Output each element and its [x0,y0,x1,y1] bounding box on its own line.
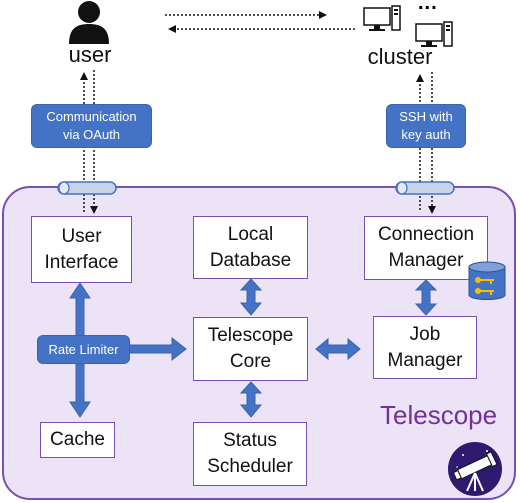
user-icon [69,1,109,44]
telescope-core-box: Telescope Core [193,317,308,381]
core-line1: Telescope [207,325,294,346]
db-line2: Database [209,249,292,271]
cluster-ellipsis: ... [418,0,438,14]
status-line1: Status [223,430,277,451]
database-icon [468,261,506,300]
connection-manager-box: Connection Manager [364,216,488,280]
core-line2: Core [229,351,272,372]
oauth-badge: Communication via OAuth [31,104,152,148]
oauth-line2: via OAuth [62,127,121,142]
status-line2: Scheduler [207,456,293,477]
ui-port-icon [57,181,117,195]
telescope-logo-icon [448,442,502,496]
arrow-core-job [315,337,361,361]
job-line2: Manager [387,349,463,371]
status-scheduler-box: Status Scheduler [193,422,307,486]
arrow-db-core [239,278,263,316]
ui-line1: User [61,225,102,247]
cm-port-icon [395,181,455,195]
cache-box: Cache [40,422,115,458]
ssh-badge: SSH with key auth [386,104,466,148]
job-line1: Job [409,323,441,345]
cm-line2: Manager [388,250,464,271]
local-database-box: Local Database [193,216,308,279]
ui-line2: Interface [44,251,119,273]
oauth-line1: Communication [46,109,137,124]
ssh-line1: SSH with [399,109,453,124]
user-interface-box: User Interface [31,216,132,283]
telescope-title: Telescope [380,400,498,430]
ssh-line2: key auth [401,127,451,142]
rate-limiter-badge: Rate Limiter [37,335,130,364]
arrow-core-status [239,381,263,418]
arrow-conn-job [414,279,438,316]
db-line1: Local [227,223,274,245]
key-icon [475,277,494,295]
job-manager-box: Job Manager [373,316,477,379]
user-label: user [68,42,112,67]
computer-icon [363,5,453,47]
cluster-label: cluster [367,44,433,69]
cm-line1: Connection [377,224,475,245]
